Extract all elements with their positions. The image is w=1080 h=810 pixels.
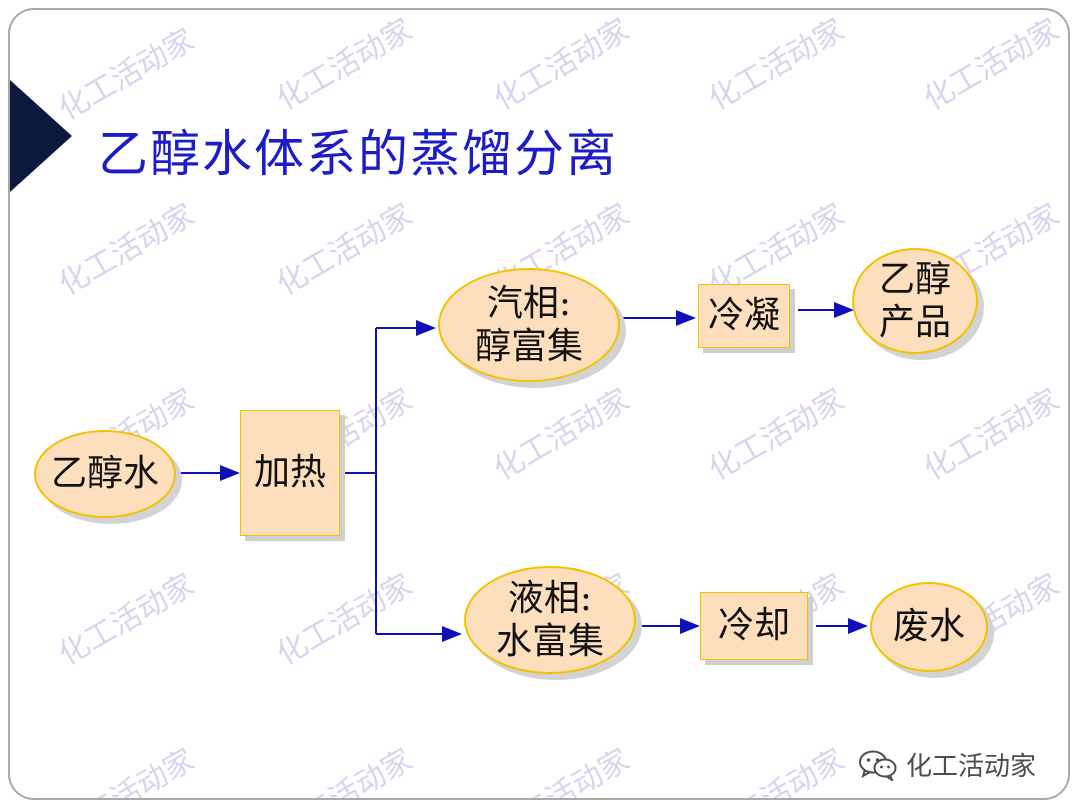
node-label: 乙醇水: [50, 453, 159, 495]
node-heating: 加热: [240, 410, 340, 536]
brand-label: 化工活动家: [906, 752, 1037, 782]
node-label: 汽相: 醇富集: [474, 282, 583, 367]
node-cooling: 冷却: [700, 592, 808, 660]
node-waste-water: 废水: [870, 582, 988, 672]
node-vapor-phase: 汽相: 醇富集: [438, 268, 620, 382]
node-label: 加热: [253, 452, 326, 494]
node-label: 冷却: [717, 605, 790, 647]
node-ethanol-product: 乙醇 产品: [852, 248, 978, 354]
node-label: 乙醇 产品: [878, 258, 951, 343]
node-ethanol-water: 乙醇水: [34, 430, 176, 518]
page-title: 乙醇水体系的蒸馏分离: [98, 125, 618, 183]
wechat-icon: [859, 750, 897, 781]
node-label: 冷凝: [707, 295, 780, 337]
node-label: 液相: 水富集: [495, 577, 604, 662]
node-label: 废水: [892, 606, 965, 648]
node-liquid-phase: 液相: 水富集: [464, 566, 636, 674]
corner-arrow-decoration: [10, 80, 72, 192]
node-condensation: 冷凝: [698, 284, 790, 348]
brand-footer: 化工活动家: [858, 746, 1036, 783]
